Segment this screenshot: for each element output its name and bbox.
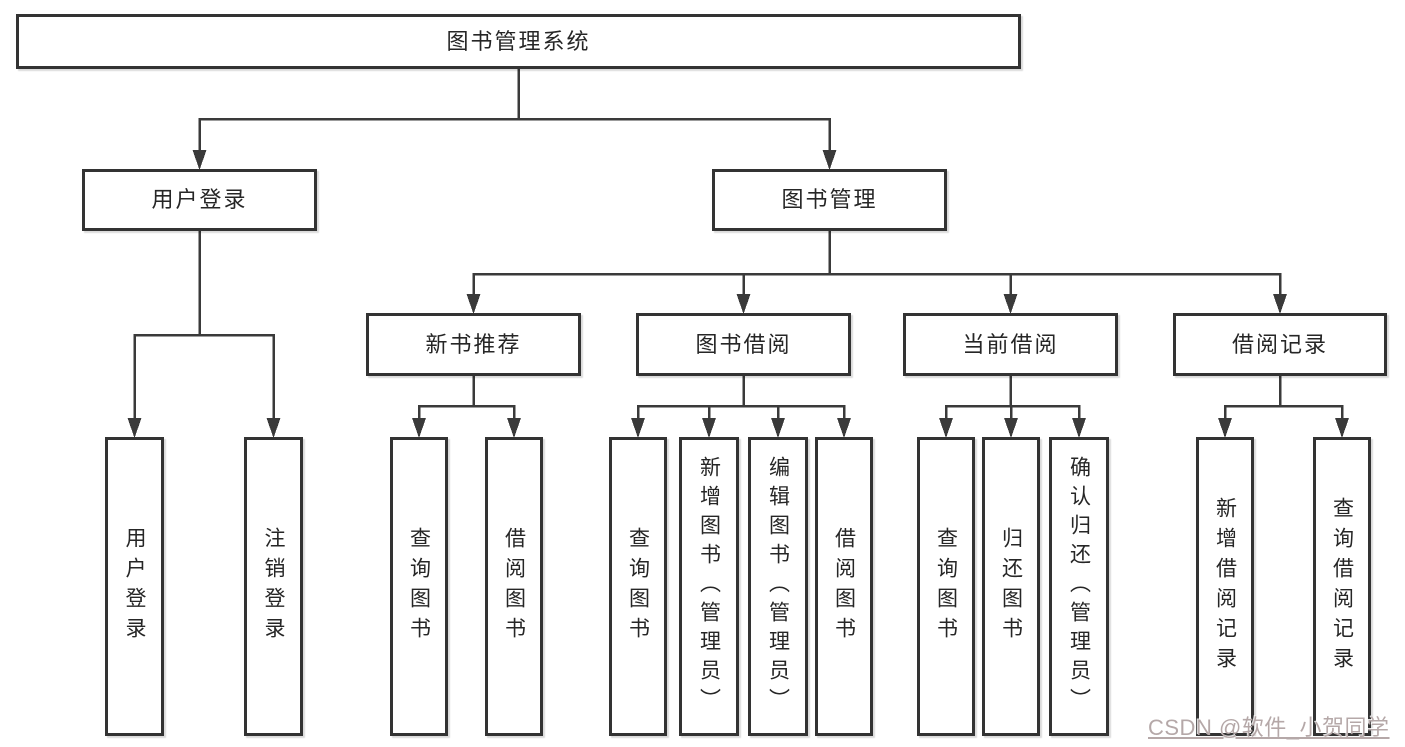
arrowhead-down-icon — [507, 418, 521, 438]
node-new-book-rec: 新书推荐 — [366, 313, 581, 376]
node-rec-query: 查询图书 — [390, 437, 448, 736]
arrowhead-down-icon — [1072, 418, 1086, 438]
arrowhead-down-icon — [1218, 418, 1232, 438]
node-rec-borrow: 借阅图书 — [485, 437, 543, 736]
arrowhead-down-icon — [192, 150, 207, 170]
node-login-v: 用户登录 — [105, 437, 164, 736]
node-book-borrow: 图书借阅 — [636, 313, 851, 376]
node-label: 编辑图书（管理员） — [766, 456, 790, 717]
node-book-mgmt: 图书管理 — [712, 169, 947, 231]
node-label: 查询图书 — [407, 526, 431, 647]
node-root: 图书管理系统 — [16, 14, 1021, 69]
arrowhead-down-icon — [412, 418, 426, 438]
node-label: 用户登录 — [151, 187, 248, 212]
arrowhead-down-icon — [127, 418, 142, 438]
node-borrow-records: 借阅记录 — [1173, 313, 1387, 376]
arrowhead-down-icon — [466, 294, 481, 314]
node-label: 借阅记录 — [1231, 331, 1328, 357]
node-label: 新增图书（管理员） — [697, 456, 721, 717]
node-label: 借阅图书 — [832, 526, 856, 647]
node-bor-edit: 编辑图书（管理员） — [748, 437, 808, 736]
node-recd-add: 新增借阅记录 — [1196, 437, 1254, 736]
arrowhead-down-icon — [771, 418, 785, 438]
node-bor-add: 新增图书（管理员） — [679, 437, 739, 736]
arrowhead-down-icon — [266, 418, 281, 438]
arrowhead-down-icon — [939, 418, 953, 438]
node-label: 新书推荐 — [425, 331, 522, 357]
node-cur-confirm: 确认归还（管理员） — [1049, 437, 1109, 736]
node-bor-query: 查询图书 — [609, 437, 667, 736]
node-cur-query: 查询图书 — [917, 437, 975, 736]
node-bor-lend: 借阅图书 — [815, 437, 873, 736]
node-label: 图书管理系统 — [446, 28, 591, 54]
node-label: 当前借阅 — [962, 331, 1059, 357]
node-label: 查询图书 — [934, 526, 958, 647]
node-label: 查询借阅记录 — [1330, 496, 1354, 677]
node-label: 借阅图书 — [502, 526, 526, 647]
arrowhead-down-icon — [1273, 294, 1287, 314]
csdn-watermark: CSDN @软件_小贺同学 — [1148, 715, 1390, 740]
node-current-borrow: 当前借阅 — [903, 313, 1118, 376]
node-label: 图书管理 — [781, 187, 878, 212]
node-recd-query: 查询借阅记录 — [1313, 437, 1371, 736]
arrowhead-down-icon — [1335, 418, 1349, 438]
node-label: 查询图书 — [626, 526, 650, 647]
node-logout-v: 注销登录 — [244, 437, 303, 736]
arrowhead-down-icon — [822, 150, 837, 170]
node-cur-return: 归还图书 — [982, 437, 1040, 736]
arrowhead-down-icon — [702, 418, 716, 438]
node-label: 确认归还（管理员） — [1067, 456, 1091, 717]
arrowhead-down-icon — [631, 418, 645, 438]
node-label: 新增借阅记录 — [1213, 496, 1237, 677]
arrowhead-down-icon — [1003, 294, 1018, 314]
node-label: 归还图书 — [999, 526, 1023, 647]
node-label: 注销登录 — [262, 526, 285, 647]
arrowhead-down-icon — [837, 418, 851, 438]
node-label: 图书借阅 — [695, 331, 792, 357]
arrowhead-down-icon — [736, 294, 751, 314]
node-label: 用户登录 — [123, 526, 146, 647]
node-user-login: 用户登录 — [82, 169, 317, 231]
arrowhead-down-icon — [1004, 418, 1018, 438]
